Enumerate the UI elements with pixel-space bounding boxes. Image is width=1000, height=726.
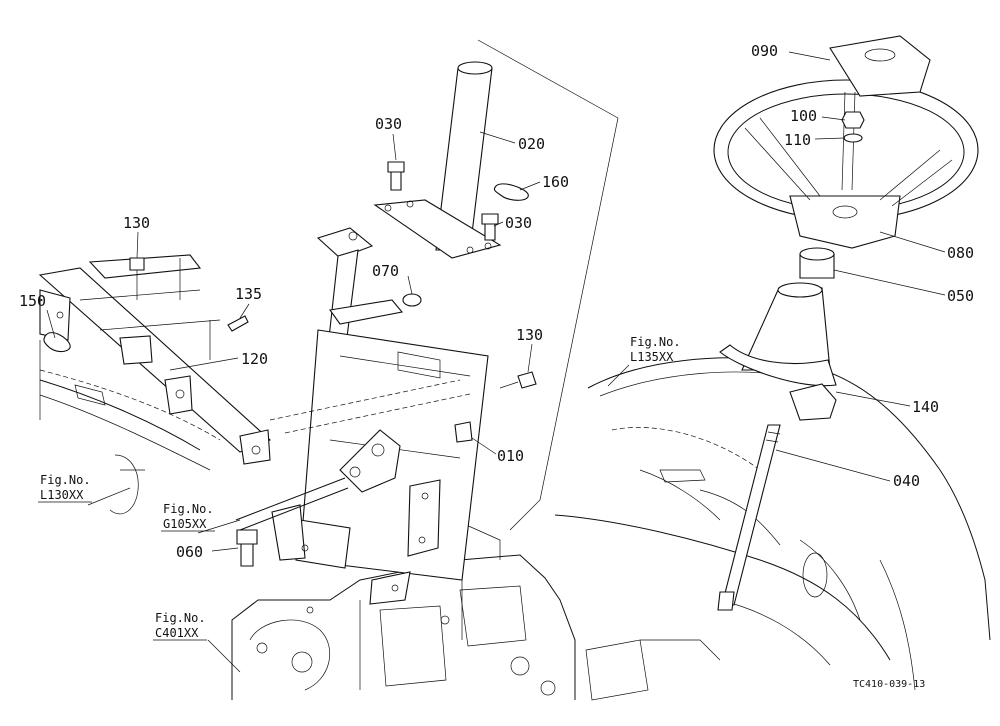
label-060: 060 [176, 543, 203, 561]
fig-ref-c401-line1: Fig.No. [155, 611, 206, 625]
label-110: 110 [784, 131, 811, 149]
fig-ref-g105-line2: G105XX [163, 517, 207, 531]
pin-135 [227, 315, 249, 332]
drawing-code: TC410-039-13 [853, 679, 925, 690]
steering-shaft [717, 424, 781, 611]
boundary-plane [477, 39, 619, 531]
fig-ref-l130-line1: Fig.No. [40, 473, 91, 487]
steering-wheel [713, 79, 979, 249]
bolt-030-right [481, 213, 499, 241]
cross-member [38, 254, 272, 465]
bolt-130-right [499, 371, 537, 389]
grommet-160 [493, 183, 529, 201]
label-030-mid: 030 [505, 214, 532, 232]
label-090: 090 [751, 42, 778, 60]
label-130-right: 130 [516, 326, 543, 344]
label-050: 050 [947, 287, 974, 305]
label-080: 080 [947, 244, 974, 262]
label-070: 070 [372, 262, 399, 280]
fig-ref-g105-line1: Fig.No. [163, 502, 214, 516]
grommet-150 [43, 332, 71, 353]
part-labels: 090 100 110 080 050 140 040 020 030 160 … [19, 42, 974, 561]
steering-column-tube [373, 61, 502, 259]
bolt-060 [236, 529, 258, 567]
label-020: 020 [518, 135, 545, 153]
label-120: 120 [241, 350, 268, 368]
label-150: 150 [19, 292, 46, 310]
fig-ref-l135-line2: L135XX [630, 350, 674, 364]
leader-lines [46, 51, 946, 673]
fig-ref-l130-line2: L130XX [40, 488, 84, 502]
label-160: 160 [542, 173, 569, 191]
figure-references: Fig.No. L135XX Fig.No. L130XX Fig.No. G1… [38, 335, 681, 641]
bushing-070 [402, 293, 422, 307]
label-100: 100 [790, 107, 817, 125]
label-010: 010 [497, 447, 524, 465]
universal-joint [235, 379, 471, 531]
bolt-130-left [129, 257, 145, 300]
column-support-bracket [271, 227, 489, 605]
label-135: 135 [235, 285, 262, 303]
fig-ref-c401-line2: C401XX [155, 626, 199, 640]
collar-050 [799, 247, 835, 279]
label-140: 140 [912, 398, 939, 416]
horn-cap-090 [829, 35, 931, 97]
column-cover [719, 282, 837, 421]
fig-ref-l135-line1: Fig.No. [630, 335, 681, 349]
label-040: 040 [893, 472, 920, 490]
label-030-top: 030 [375, 115, 402, 133]
left-frame [39, 340, 221, 515]
bolt-030-left [387, 161, 405, 191]
nut-100 [841, 111, 865, 129]
label-130-left: 130 [123, 214, 150, 232]
washer-110 [843, 133, 863, 143]
